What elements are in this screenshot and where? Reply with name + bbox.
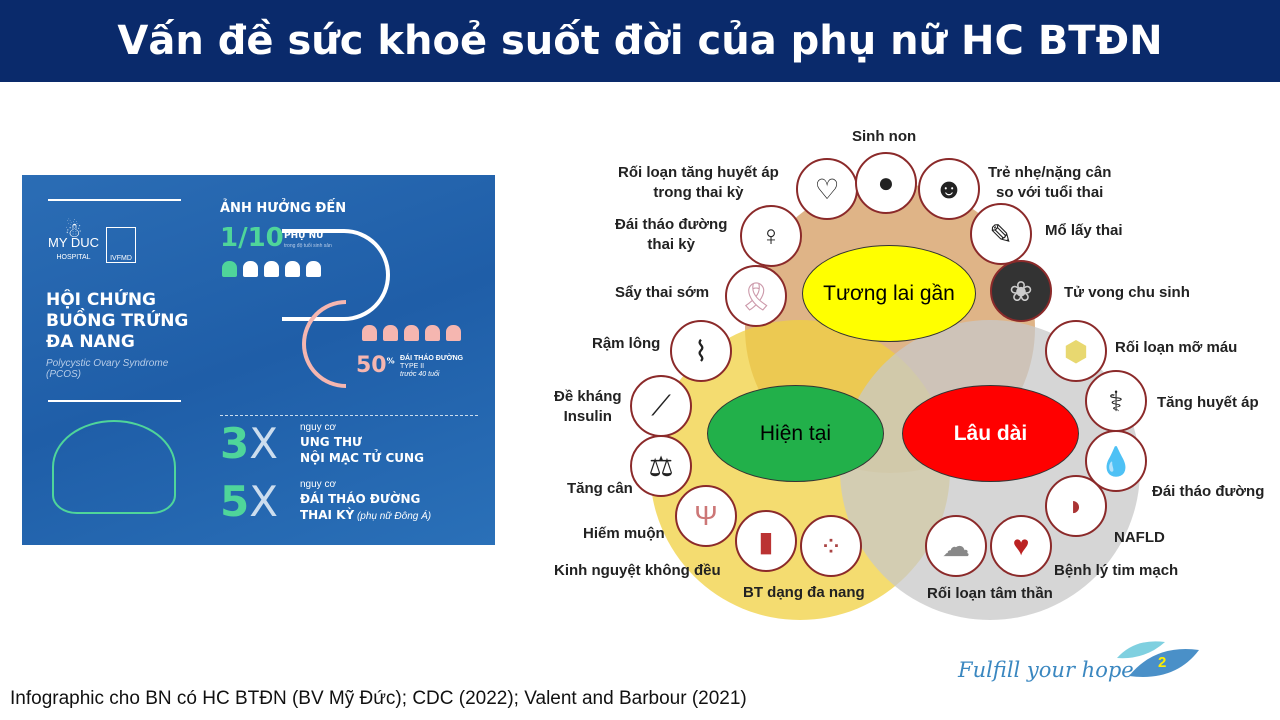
fat-cells-icon: ⬢ bbox=[1045, 320, 1107, 382]
pregnant-woman-icon: ♀ bbox=[740, 205, 802, 267]
ratio: 1/10 bbox=[220, 223, 284, 253]
women-icons-pink bbox=[362, 325, 467, 346]
leaf-logo-icon bbox=[1117, 641, 1199, 677]
label-sinh-non: Sinh non bbox=[852, 128, 917, 145]
scale-icon: ⚖ bbox=[630, 435, 692, 497]
label-nafld: NAFLD bbox=[1114, 529, 1165, 546]
label-ram-long: Rậm lông bbox=[592, 335, 661, 352]
label-tang-can: Tăng cân bbox=[567, 480, 633, 497]
risk2-multiplier: 5X bbox=[220, 477, 279, 526]
baby-icon: ☻ bbox=[918, 158, 980, 220]
insulin-syringe-icon: ⟋ bbox=[630, 375, 692, 437]
risk1-multiplier: 3X bbox=[220, 419, 279, 468]
label-mo-mau: Rối loạn mỡ máu bbox=[1115, 339, 1238, 356]
label-tam-than: Rối loạn tâm thần bbox=[927, 585, 1053, 602]
uterus-icon: Ψ bbox=[675, 485, 737, 547]
pct-value: 50% bbox=[356, 353, 395, 378]
label-bt-da-nang: BT dạng đa nang bbox=[743, 584, 865, 601]
ribbon-icon: 🎗 bbox=[725, 265, 787, 327]
ivfmd-logo: IVFMD bbox=[106, 227, 136, 263]
oval-long-term: Lâu dài bbox=[902, 385, 1079, 482]
page-number: 2 bbox=[1158, 654, 1167, 671]
label-say-thai: Sẩy thai sớm bbox=[615, 284, 710, 301]
blood-drop-icon: 💧 bbox=[1085, 430, 1147, 492]
label-tu-vong: Tử vong chu sinh bbox=[1064, 284, 1190, 301]
english-name: Polycystic Ovary Syndrome(PCOS) bbox=[46, 358, 169, 380]
stethoscope-icon: ⚕ bbox=[1085, 370, 1147, 432]
divider bbox=[220, 415, 478, 416]
label-tim-mach: Bệnh lý tim mạch bbox=[1054, 562, 1179, 579]
slide-title: Vấn đề sức khoẻ suốt đời của phụ nữ HC B… bbox=[0, 0, 1280, 82]
pad-icon: ▮ bbox=[735, 510, 797, 572]
heart-monitor-icon: ♡ bbox=[796, 158, 858, 220]
brand-slogan: Fulfill your hope bbox=[958, 658, 1134, 682]
health-venn-diagram: Tương lai gần Hiện tại Lâu dài ♡ ● ☻ ✎ ❀… bbox=[540, 110, 1280, 620]
syringe-icon: ✎ bbox=[970, 203, 1032, 265]
liver-icon: ◗ bbox=[1045, 475, 1107, 537]
brain-icon: ☁ bbox=[925, 515, 987, 577]
uterus-icon bbox=[52, 420, 176, 514]
hair-follicle-icon: ⌇ bbox=[670, 320, 732, 382]
fetus-icon: ● bbox=[855, 152, 917, 214]
affect-label: ẢNH HƯỞNG ĐẾN bbox=[220, 201, 347, 216]
divider bbox=[48, 400, 181, 402]
label-dai-thao-duong: Đái tháo đường bbox=[1152, 483, 1265, 500]
heart-icon: ♥ bbox=[990, 515, 1052, 577]
oval-present: Hiện tại bbox=[707, 385, 884, 482]
label-kinh-nguyet: Kinh nguyệt không đều bbox=[554, 562, 721, 579]
label-tang-huyet-ap: Tăng huyết áp bbox=[1157, 394, 1259, 411]
ovary-cysts-icon: ⁘ bbox=[800, 515, 862, 577]
rose-icon: ❀ bbox=[990, 260, 1052, 322]
label-hiem-muon: Hiếm muộn bbox=[583, 525, 665, 542]
footer-citation: Infographic cho BN có HC BTĐN (BV Mỹ Đức… bbox=[10, 688, 747, 709]
label-mo-lay-thai: Mổ lấy thai bbox=[1045, 222, 1123, 239]
oval-near-future: Tương lai gần bbox=[802, 245, 976, 342]
divider bbox=[48, 199, 181, 201]
